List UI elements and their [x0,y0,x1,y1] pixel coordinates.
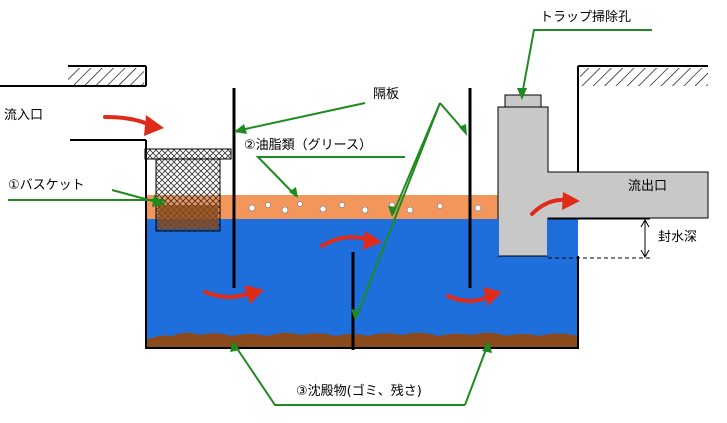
grease-bubble [437,203,443,209]
leader-arrowhead [289,187,298,198]
leader-grease [255,156,405,197]
leader-arrowhead [388,206,397,217]
grease-bubble [474,204,482,212]
leader-baffle-down-2 [355,102,441,319]
basket [144,148,232,232]
flow-arrowhead-grease [363,231,382,250]
leader-arrowhead [152,195,166,207]
label-seal-depth: 封水深 [658,230,698,245]
leader-arrowhead [234,124,247,134]
label-grease: ②油脂類（グリース） [244,138,373,153]
label-sediment: ③沈殿物(ゴミ、残さ) [296,384,422,399]
basket-rim [144,148,232,160]
label-baffle: 隔板 [373,87,400,102]
leader-trap-hole [521,29,652,96]
flow-arrowheads [144,115,580,306]
tank-left-wall-lower [145,140,579,349]
leader-sediment [233,343,465,406]
sediment-layer [146,332,578,348]
ground-right-hatch [580,68,708,86]
leader-arrowhead [482,341,492,353]
trap-pipe [497,94,709,257]
leader-arrowhead [517,88,527,100]
baffles [232,88,472,350]
tank-walls [145,66,579,349]
label-basket: ①バスケット [8,178,85,193]
leader-arrowhead [230,341,240,352]
ground [68,65,708,86]
leader-baffle-left [235,102,366,132]
leader-arrowhead [351,309,360,320]
seal-depth-arrowhead-down [640,249,650,259]
grease-bubbles [248,201,482,214]
grease-bubble [361,206,369,214]
ground-left-hatch [68,68,144,86]
grease-bubble [297,201,303,207]
flow-arrow-inlet [103,115,154,128]
seal-depth-arrowhead-up [640,218,650,228]
trap-body [497,106,709,257]
grease-bubble [406,206,414,214]
flow-arrowhead-inlet [144,115,164,136]
seal-depth-dimension [548,218,650,259]
flow-arrowhead-outlet [562,192,580,210]
leader-lines [8,29,652,406]
inlet-pipe [0,85,146,141]
basket-debris [158,205,218,229]
flow-arrowhead-right [483,287,502,306]
flow-arrowhead-left [244,285,264,304]
grease-bubble [339,202,345,208]
leader-arrowhead [459,124,467,136]
grease-bubble [319,205,327,213]
label-inlet: 流入口 [4,108,44,123]
grease-bubble [248,204,256,212]
label-outlet: 流出口 [628,179,668,194]
grease-bubble [265,202,271,208]
grease-bubble [281,206,289,214]
leader-arrowheads [152,88,527,353]
leader-sediment-right [464,343,489,406]
label-trap-cleaning-hole: トラップ掃除孔 [540,10,632,25]
